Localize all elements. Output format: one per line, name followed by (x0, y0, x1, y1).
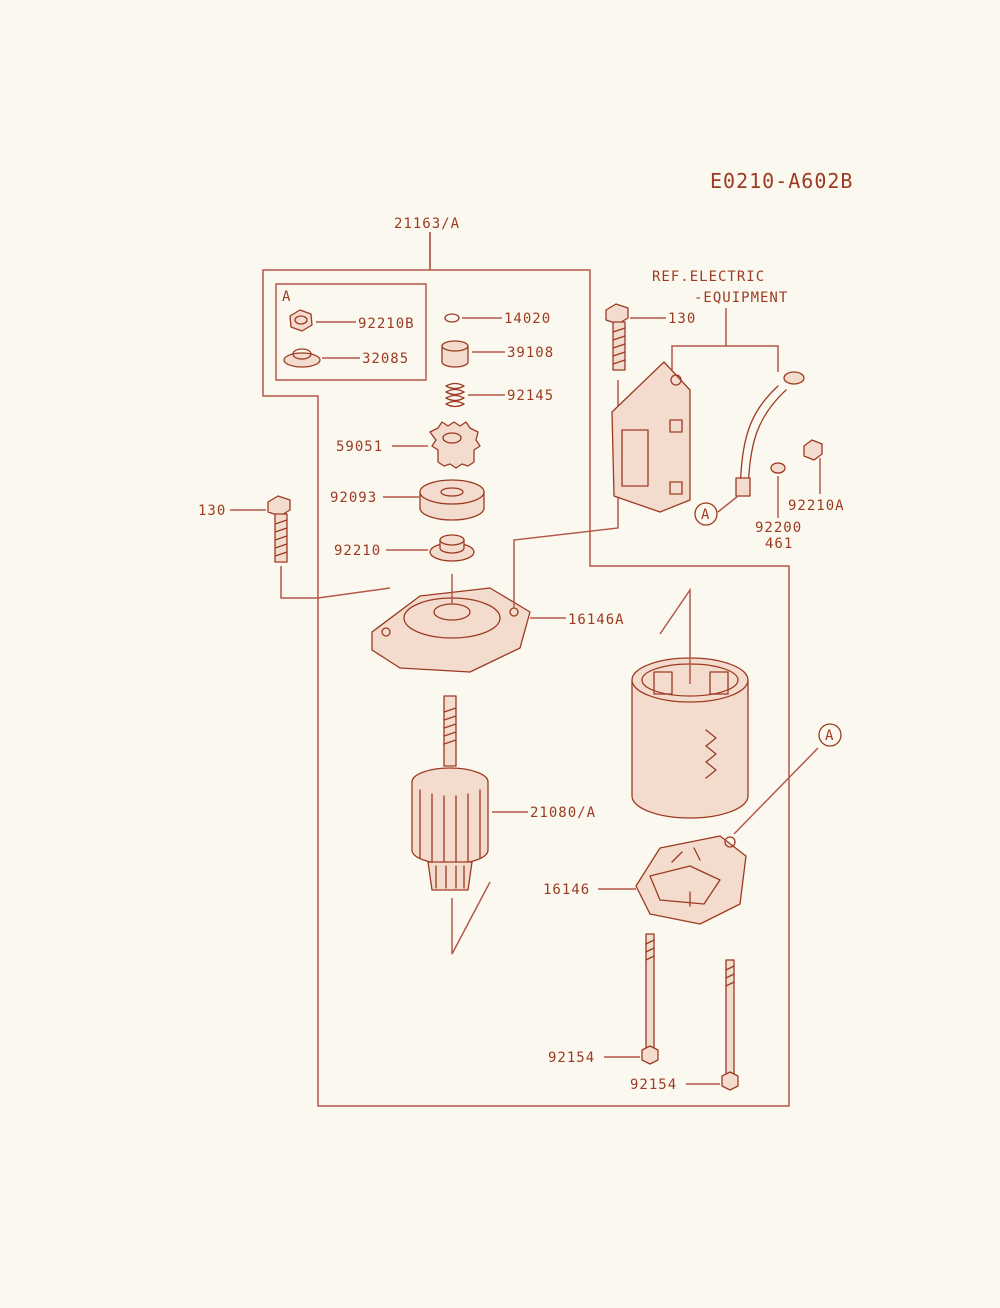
label-washer: 92093 (330, 490, 377, 506)
thru-bolt-1-part (604, 933, 659, 1065)
yoke-part (631, 587, 749, 819)
ref-line-2: -EQUIPMENT (694, 290, 788, 306)
label-rear-cover: 16146 (543, 882, 590, 898)
nut-a-part (289, 309, 356, 332)
ref-bracket-lines (671, 308, 779, 372)
wire-nut-part (803, 439, 823, 494)
cap-part (283, 348, 360, 368)
label-bolt-left: 130 (198, 503, 226, 519)
wire-tag: A (701, 507, 710, 523)
inset-box-a (275, 283, 427, 381)
nut-part (386, 534, 475, 562)
label-nut: 92210 (334, 543, 381, 559)
wire-tag-circle (694, 502, 718, 526)
ref-line-1: REF.ELECTRIC (652, 269, 765, 285)
bolt-right-part (605, 303, 666, 371)
ring-part (444, 313, 502, 323)
rear-cover-part (598, 747, 819, 925)
label-collar: 39108 (507, 345, 554, 361)
label-spring: 92145 (507, 388, 554, 404)
label-pinion: 59051 (336, 439, 383, 455)
yoke-tag-circle (818, 723, 842, 747)
solenoid-bracket-part (611, 361, 691, 513)
collar-part (441, 340, 505, 368)
yoke-tag: A (825, 728, 834, 744)
armature-part (411, 695, 528, 955)
label-wire-washer-alt: 461 (765, 536, 793, 552)
label-starter-assy: 21163/A (394, 216, 460, 232)
label-thru-bolt-1: 92154 (548, 1050, 595, 1066)
inset-tag: A (282, 289, 291, 305)
label-front-cover: 16146A (568, 612, 625, 628)
label-wire-washer: 92200 (755, 520, 802, 536)
washer-part (383, 479, 485, 521)
label-ring: 14020 (504, 311, 551, 327)
bolt-left-part (230, 495, 391, 599)
pinion-part (392, 421, 481, 469)
label-nut-a: 92210B (358, 316, 415, 332)
assembly-outline (262, 232, 790, 1107)
diagram-code: E0210-A602B (710, 169, 853, 193)
label-bolt-right: 130 (668, 311, 696, 327)
wire-lead-part (717, 371, 805, 513)
label-armature: 21080/A (530, 805, 596, 821)
spring-part (445, 382, 505, 408)
label-wire-nut: 92210A (788, 498, 845, 514)
label-cap: 32085 (362, 351, 409, 367)
label-thru-bolt-2: 92154 (630, 1077, 677, 1093)
front-cover-part (371, 380, 619, 673)
thru-bolt-2-part (686, 959, 739, 1091)
wire-washer-part (770, 462, 786, 518)
